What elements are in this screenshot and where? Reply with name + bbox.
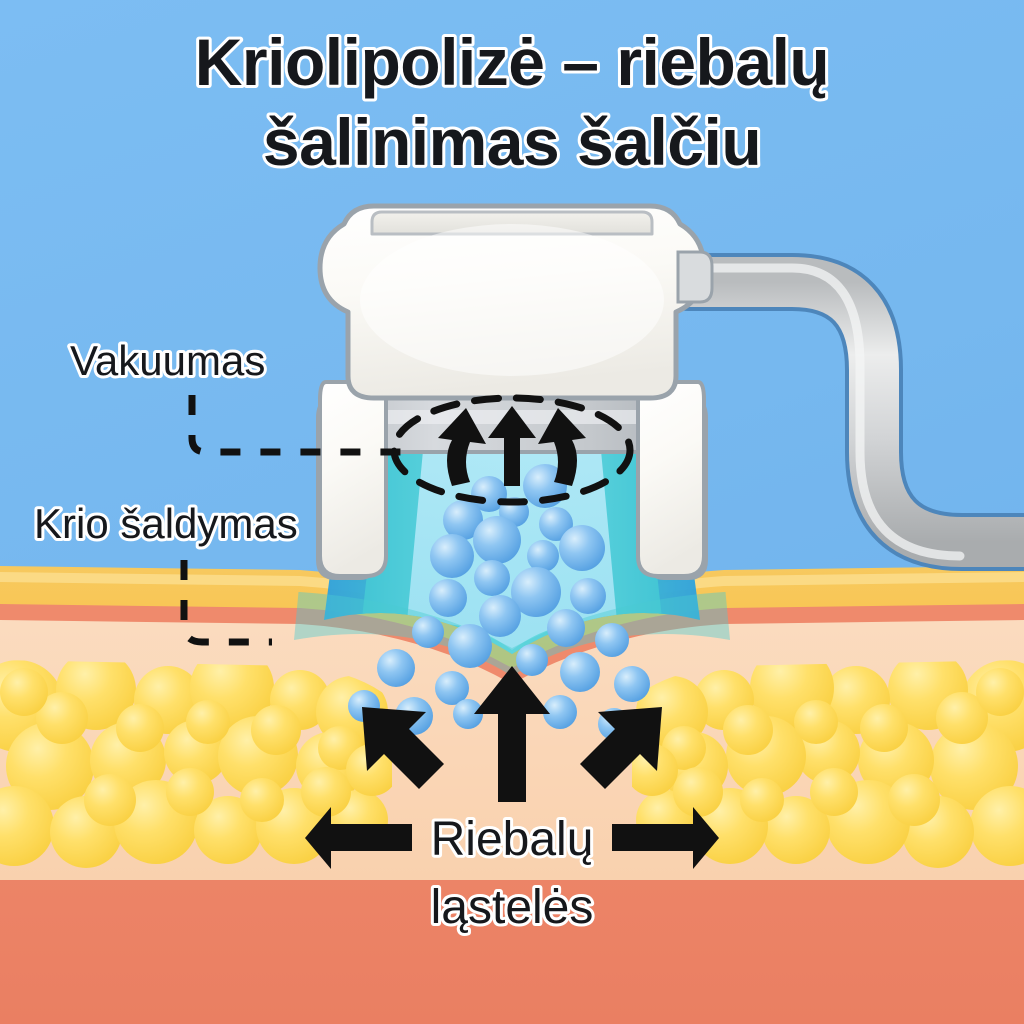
- cryo-leader-line: [180, 560, 272, 646]
- applicator-gloss: [360, 224, 664, 376]
- device-hose-body: [663, 257, 1024, 567]
- title-line-1: Kriolipolizė – riebalų: [195, 25, 829, 99]
- epidermis-layer: [0, 566, 1024, 668]
- dermis-line: [0, 596, 1024, 684]
- vacuum-arrows: [438, 406, 586, 486]
- caption-line-2: ląstelės: [431, 881, 594, 934]
- fat-cell-cluster-left: [0, 660, 392, 868]
- applicator-body: [317, 203, 714, 401]
- caption-line-1: Riebalų: [431, 813, 594, 866]
- title-line-2: šalinimas šalčiu: [263, 105, 761, 179]
- device-hose-gloss: [685, 263, 965, 561]
- label-krio-saldymas: Krio šaldymas: [34, 500, 298, 547]
- fat-movement-arrows: [305, 666, 719, 869]
- fat-cell-cluster-right: [632, 660, 1024, 868]
- page-title: Kriolipolizė – riebalų šalinimas šalčiu: [192, 22, 833, 182]
- vacuum-leader-line: [188, 395, 404, 456]
- label-vakuumas: Vakuumas: [70, 337, 265, 384]
- caption-riebalu-lasteles: Riebalų ląstelės: [428, 810, 597, 937]
- epidermis-highlight-stripe: [0, 572, 1024, 646]
- applicator-legs: [318, 380, 706, 578]
